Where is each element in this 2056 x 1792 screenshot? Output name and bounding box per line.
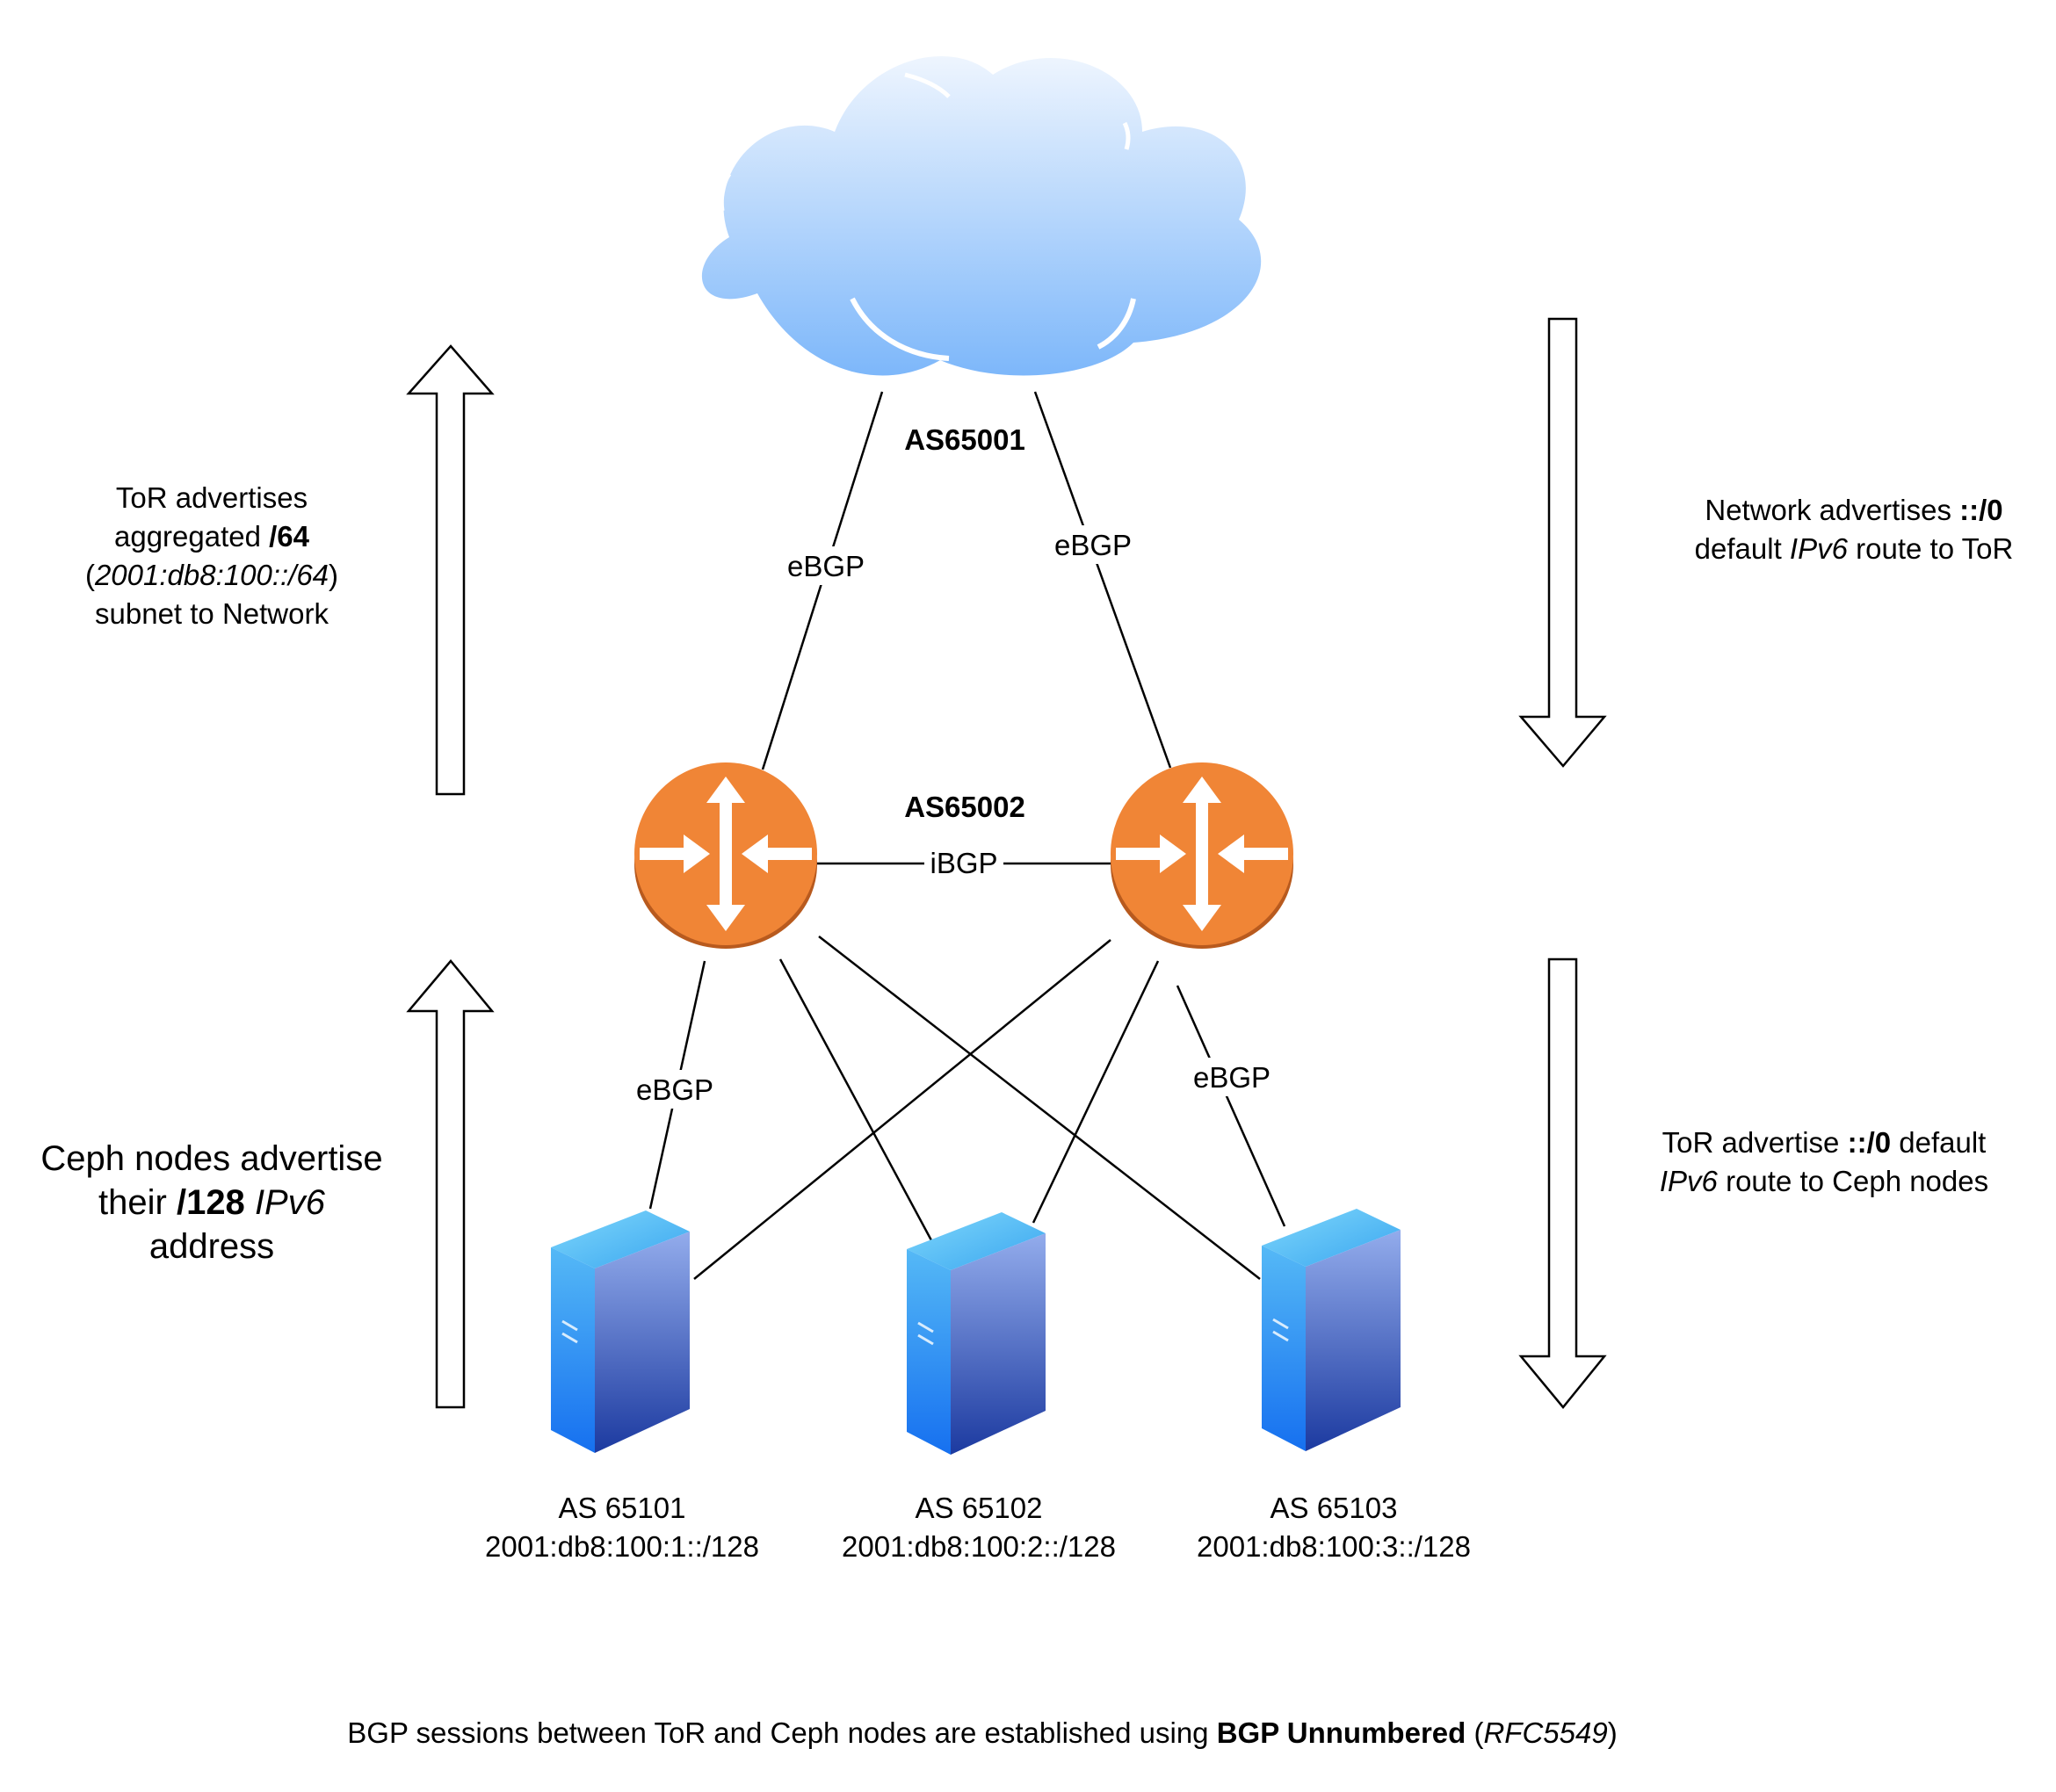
ann-tor-network-line3: (2001:db8:100::/64)	[85, 559, 338, 591]
cloud-icon	[701, 56, 1262, 376]
ann-tor-ceph-line1: ToR advertise ::/0 default	[1662, 1126, 1987, 1159]
node1-prefix: 2001:db8:100:1::/128	[485, 1530, 759, 1563]
tor-as-label: AS65002	[904, 791, 1025, 823]
edge-label-tor-peer: iBGP	[930, 847, 997, 879]
link-cloud-tor-right	[1033, 391, 1172, 769]
edge-label-torr-node3: eBGP	[1193, 1061, 1271, 1094]
annotation-network-to-tor: Network advertises ::/0 default IPv6 rou…	[1695, 494, 2014, 565]
link-torr-node2	[1032, 960, 1160, 1224]
link-torl-node2	[778, 958, 933, 1241]
node3-as: AS 65103	[1271, 1492, 1398, 1524]
arrow-down-bottom-icon	[1518, 957, 1607, 1409]
ann-network-tor-line2: default IPv6 route to ToR	[1695, 532, 2014, 565]
cloud-as-label: AS65001	[904, 423, 1025, 456]
router-icon-left	[634, 762, 817, 949]
ann-tor-network-line4: subnet to Network	[95, 597, 329, 630]
ann-ceph-tor-line2: their /128 IPv6	[98, 1183, 326, 1222]
ann-network-tor-line1: Network advertises ::/0	[1705, 494, 2002, 526]
links	[648, 391, 1286, 1280]
link-torr-node1	[693, 939, 1111, 1280]
ann-tor-network-line1: ToR advertises	[116, 481, 308, 514]
arrow-down-top-icon	[1518, 317, 1607, 768]
arrow-up-bottom-icon	[406, 959, 495, 1409]
link-torr-node3	[1176, 985, 1286, 1227]
server-icon-node1	[549, 1209, 691, 1455]
annotation-tor-to-ceph: ToR advertise ::/0 default IPv6 route to…	[1660, 1126, 1988, 1197]
footer-note: BGP sessions between ToR and Ceph nodes …	[347, 1716, 1617, 1749]
link-torl-node3	[818, 936, 1261, 1280]
edge-label-cloud-left: eBGP	[787, 550, 865, 582]
edge-label-cloud-right: eBGP	[1054, 529, 1132, 561]
annotation-ceph-to-tor: Ceph nodes advertise their /128 IPv6 add…	[40, 1139, 382, 1266]
arrow-up-top-icon	[406, 344, 495, 796]
server-icon-node3	[1260, 1207, 1402, 1453]
annotation-tor-to-network: ToR advertises aggregated /64 (2001:db8:…	[85, 481, 338, 630]
ann-ceph-tor-line1: Ceph nodes advertise	[40, 1139, 382, 1178]
server-icon-node2	[905, 1210, 1047, 1456]
edge-labels: eBGP eBGP iBGP eBGP eBGP	[629, 525, 1278, 1109]
ann-tor-network-line2: aggregated /64	[114, 520, 310, 553]
node3-prefix: 2001:db8:100:3::/128	[1197, 1530, 1471, 1563]
ann-tor-ceph-line2: IPv6 route to Ceph nodes	[1660, 1165, 1988, 1197]
node2-as: AS 65102	[916, 1492, 1043, 1524]
router-icon-right	[1111, 762, 1293, 949]
node2-prefix: 2001:db8:100:2::/128	[842, 1530, 1116, 1563]
ann-ceph-tor-line3: address	[149, 1227, 274, 1266]
edge-label-torl-node1: eBGP	[636, 1073, 713, 1106]
node1-as: AS 65101	[559, 1492, 686, 1524]
